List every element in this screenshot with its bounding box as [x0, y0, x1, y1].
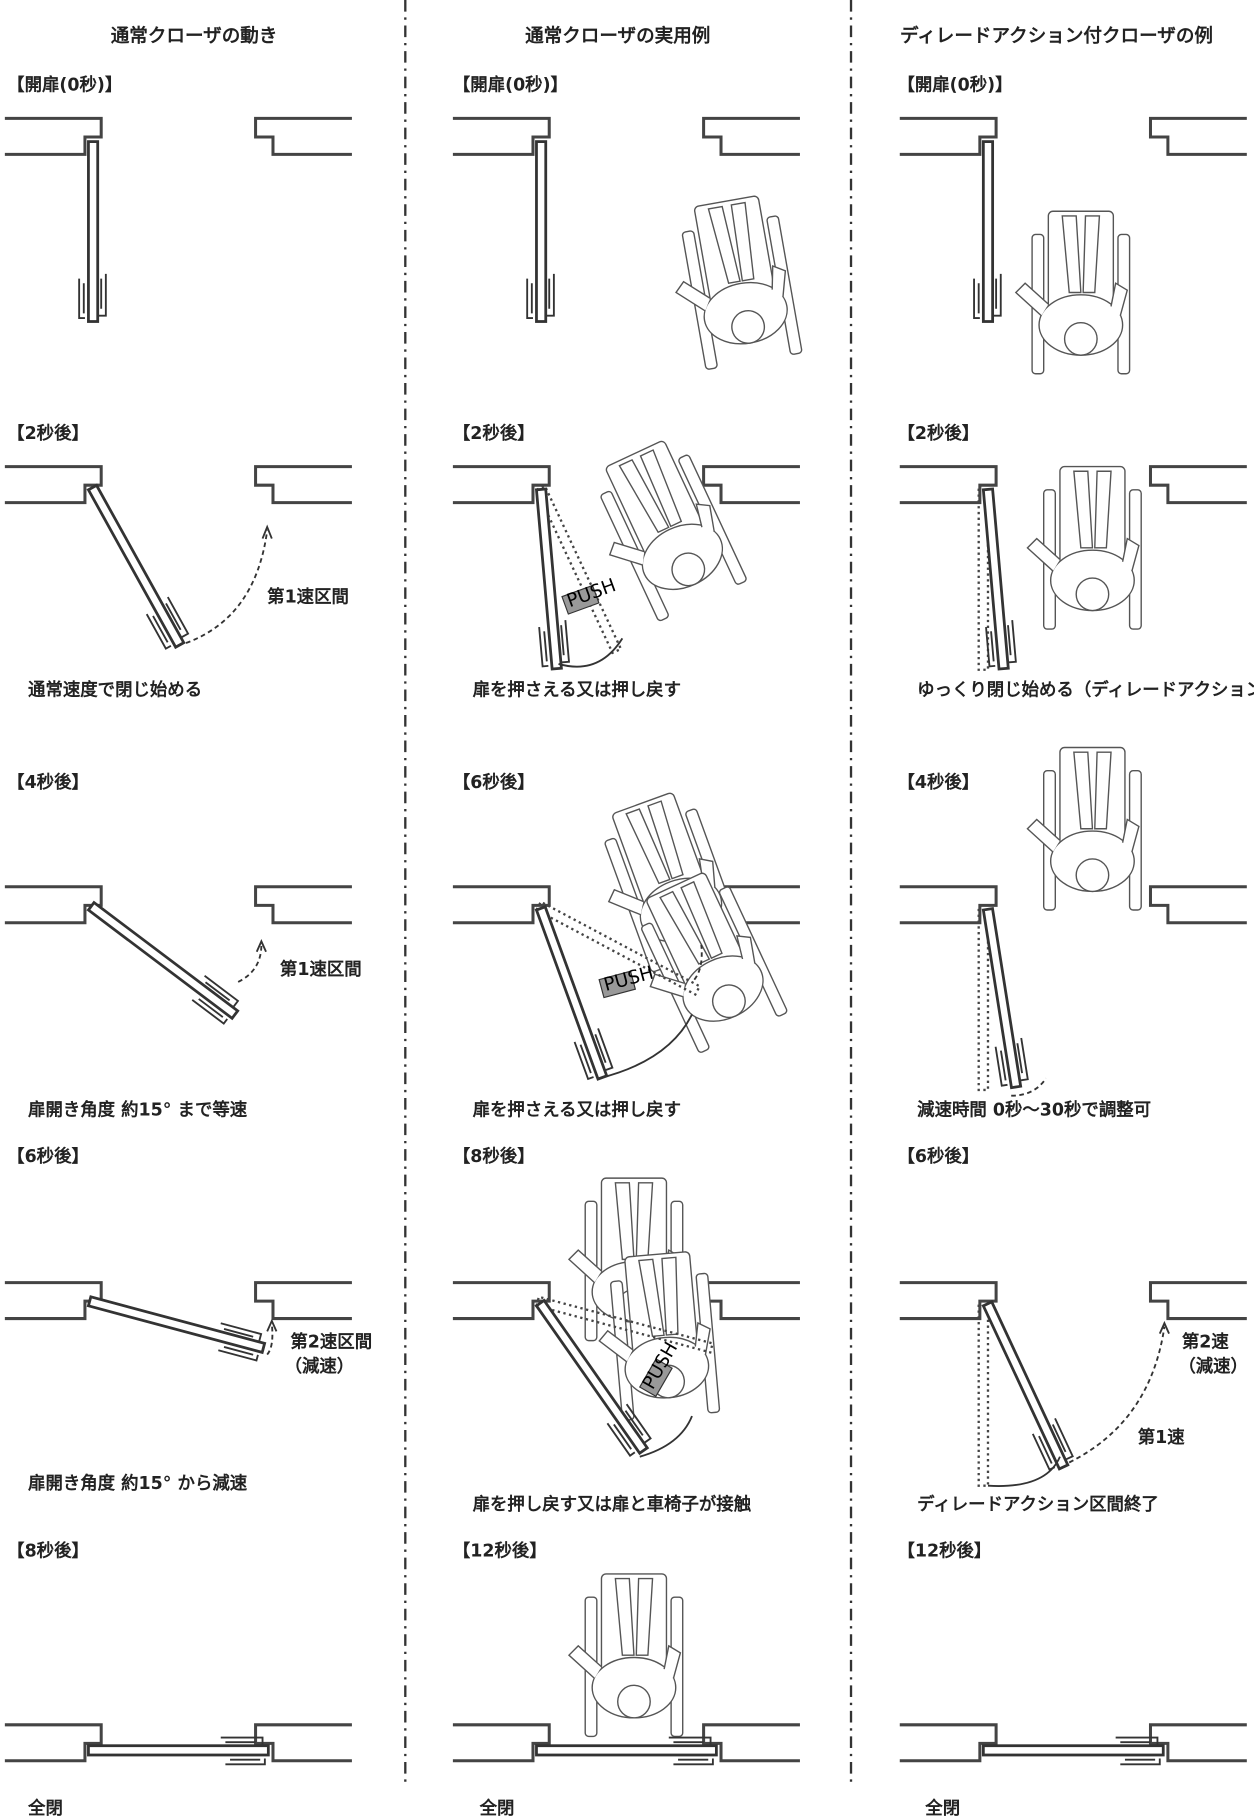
step-label: 【2秒後】 — [7, 423, 89, 444]
door-panel — [3, 465, 354, 654]
step-label: 【6秒後】 — [453, 772, 535, 793]
step-caption: 減速時間 0秒～30秒で調整可 — [917, 1099, 1151, 1120]
step-caption: ディレードアクション区間終了 — [917, 1494, 1159, 1515]
speed-note: 第2速区間 — [290, 1332, 372, 1353]
step-label: 【12秒後】 — [453, 1541, 547, 1562]
column-title: 通常クローザの実用例 — [525, 25, 710, 47]
speed-note: 第1速区間 — [267, 586, 349, 607]
column-normal-closer: 【開扉(0秒)】 【2秒後】 第1速区間 通常速度で閉じ始める 【4秒後】 第1… — [3, 75, 372, 1819]
speed-note: 第2速 — [1182, 1332, 1230, 1353]
step-label: 【開扉(0秒)】 — [897, 75, 1012, 96]
column-delayed-action: 【開扉(0秒)】 【2秒後】 ゆっくり閉じ始める（ディレードアクション） 【4秒… — [897, 75, 1254, 1820]
speed-note: 第1速区間 — [280, 959, 362, 980]
push-label: PUSH — [564, 575, 619, 612]
column-title: ディレードアクション付クローザの例 — [900, 25, 1213, 47]
step-label: 【開扉(0秒)】 — [453, 75, 568, 96]
step-label: 【4秒後】 — [897, 772, 979, 793]
step-caption: ゆっくり閉じ始める（ディレードアクション） — [917, 679, 1254, 700]
step-caption: 全閉 — [27, 1798, 63, 1819]
speed-note: 第1速 — [1138, 1427, 1186, 1448]
step-label: 【8秒後】 — [453, 1146, 535, 1167]
speed-note-sub: （減速） — [1178, 1356, 1248, 1377]
step-label: 【開扉(0秒)】 — [7, 75, 122, 96]
step-label: 【2秒後】 — [897, 423, 979, 444]
step-label: 【8秒後】 — [7, 1541, 89, 1562]
step-caption: 通常速度で閉じ始める — [28, 679, 202, 700]
door-panel — [3, 116, 354, 323]
step-label: 【4秒後】 — [7, 772, 89, 793]
step-label: 【2秒後】 — [453, 423, 535, 444]
step-caption: 全閉 — [924, 1798, 960, 1819]
door-panel — [3, 1723, 354, 1766]
step-caption: 全閉 — [479, 1798, 515, 1819]
step-caption: 扉開き角度 約15° から減速 — [28, 1473, 248, 1494]
step-label: 【6秒後】 — [897, 1146, 979, 1167]
column-practical-example: 【開扉(0秒)】 【2秒後】 PUSH 扉を押さえる又は押し戻す 【6秒後】 P… — [451, 75, 803, 1819]
step-caption: 扉開き角度 約15° まで等速 — [28, 1099, 248, 1120]
step-label: 【6秒後】 — [7, 1146, 89, 1167]
column-title: 通常クローザの動き — [111, 25, 278, 47]
door-panel — [3, 1281, 354, 1363]
door-panel — [3, 885, 354, 1028]
speed-note-sub: （減速） — [285, 1356, 355, 1377]
step-caption: 扉を押さえる又は押し戻す — [473, 1099, 681, 1120]
step-caption: 扉を押さえる又は押し戻す — [473, 679, 681, 700]
step-caption: 扉を押し戻す又は扉と車椅子が接触 — [473, 1494, 752, 1515]
step-label: 【12秒後】 — [897, 1541, 991, 1562]
